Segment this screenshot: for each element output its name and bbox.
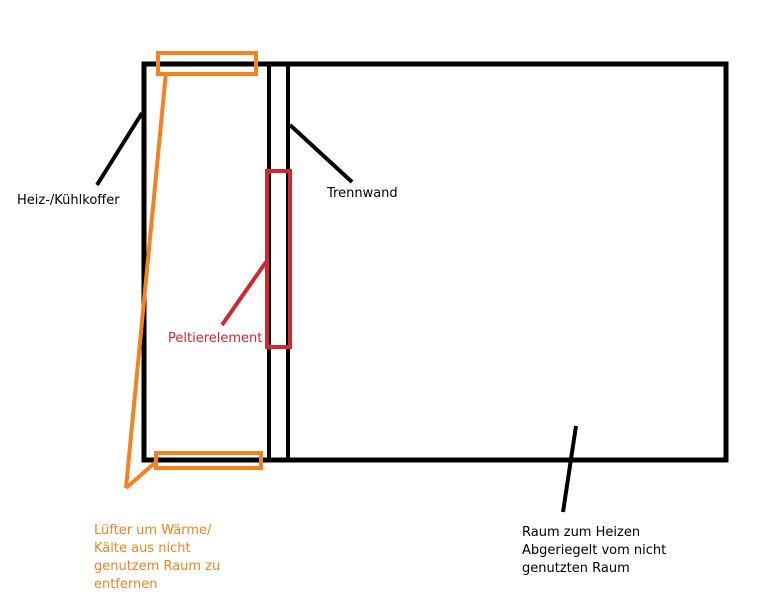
label-luefter-line: genutzem Raum zu <box>94 559 221 574</box>
pointer-peltier <box>220 260 268 327</box>
pointer-trennwand <box>288 123 354 184</box>
peltier-element <box>265 169 292 349</box>
label-luefter-line: entfernen <box>94 577 158 592</box>
fan-top <box>156 51 258 76</box>
label-heiz-kuehlkoffer: Heiz-/Kühlkoffer <box>17 193 120 208</box>
label-raum-line: genutzten Raum <box>522 561 630 576</box>
label-raum-line: Abgeriegelt vom nicht <box>522 543 667 558</box>
label-luefter-line: Lüfter um Wärme/ <box>94 523 212 538</box>
pointer-fan-top <box>124 71 168 489</box>
label-raum-line: Raum zum Heizen <box>522 525 641 540</box>
label-luefter: Lüfter um Wärme/ Kälte aus nicht genutze… <box>94 522 220 594</box>
label-luefter-line: Kälte aus nicht <box>94 541 191 556</box>
outer-enclosure <box>141 61 729 463</box>
label-raum: Raum zum Heizen Abgeriegelt vom nicht ge… <box>522 524 666 578</box>
label-trennwand: Trennwand <box>327 186 398 201</box>
pointer-raum <box>561 425 578 513</box>
pointer-fan-bottom <box>124 459 159 490</box>
pointer-heiz-kuehlkoffer <box>95 111 144 187</box>
label-peltierelement: Peltierelement <box>168 331 263 346</box>
